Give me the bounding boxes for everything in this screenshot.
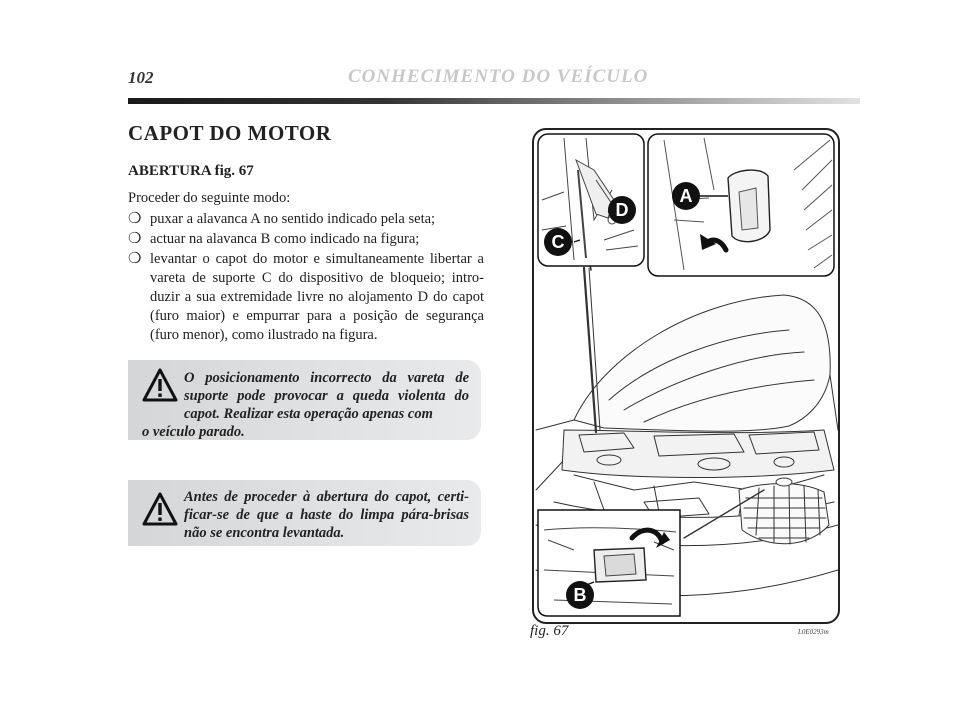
warning-text-end: o veículo parado. [142,424,245,440]
warning-triangle-icon [142,492,178,526]
figure-code: L0E0293m [798,628,829,636]
callout-B: B [566,581,595,609]
warning-box: Antes de proceder à abertura do capot, c… [128,480,481,546]
page-number: 102 [128,68,154,87]
section-title: CAPOT DO MOTOR [128,121,332,145]
callout-A: A [672,182,728,210]
header-rule [128,98,860,104]
figure-caption: fig. 67 [530,623,569,639]
callout-D: D [607,196,636,224]
callout-D-label: D [616,200,629,220]
callout-C-label: C [552,232,565,252]
bullet-icon: ❍ [128,251,142,267]
warning-box: O posicionamento incorrecto da vareta de… [128,360,481,440]
list-item: ❍ puxar a alavanca A no sentido indicado … [128,210,484,229]
hood-illustration: A B C D [535,133,838,617]
warning-triangle-icon [142,368,178,402]
warning-text: Antes de proceder à abertura do capot, c… [184,489,469,541]
intro-text: Proceder do seguinte modo: [128,190,291,206]
bullet-icon: ❍ [128,211,142,227]
warning-text: O posicionamento incorrecto da vareta de… [184,370,469,422]
step-text: levantar o capot do motor e simultaneame… [150,251,484,343]
callout-A-label: A [680,186,693,206]
hood-opening-figure: A B C D [532,128,840,624]
step-text: puxar a alavanca A no sentido indicado p… [150,211,436,227]
callout-C: C [544,228,581,256]
list-item: ❍ levantar o capot do motor e simultaneam… [128,250,484,345]
step-text: actuar na alavanca B como indicado na fi… [150,231,420,247]
steps-list: ❍ puxar a alavanca A no sentido indicado … [128,210,484,346]
subsection-title: ABERTURA fig. 67 [128,163,254,179]
bullet-icon: ❍ [128,231,142,247]
chapter-title: CONHECIMENTO DO VEÍCULO [348,66,649,87]
list-item: ❍ actuar na alavanca B como indicado na f… [128,230,484,249]
callout-B-label: B [574,585,587,605]
